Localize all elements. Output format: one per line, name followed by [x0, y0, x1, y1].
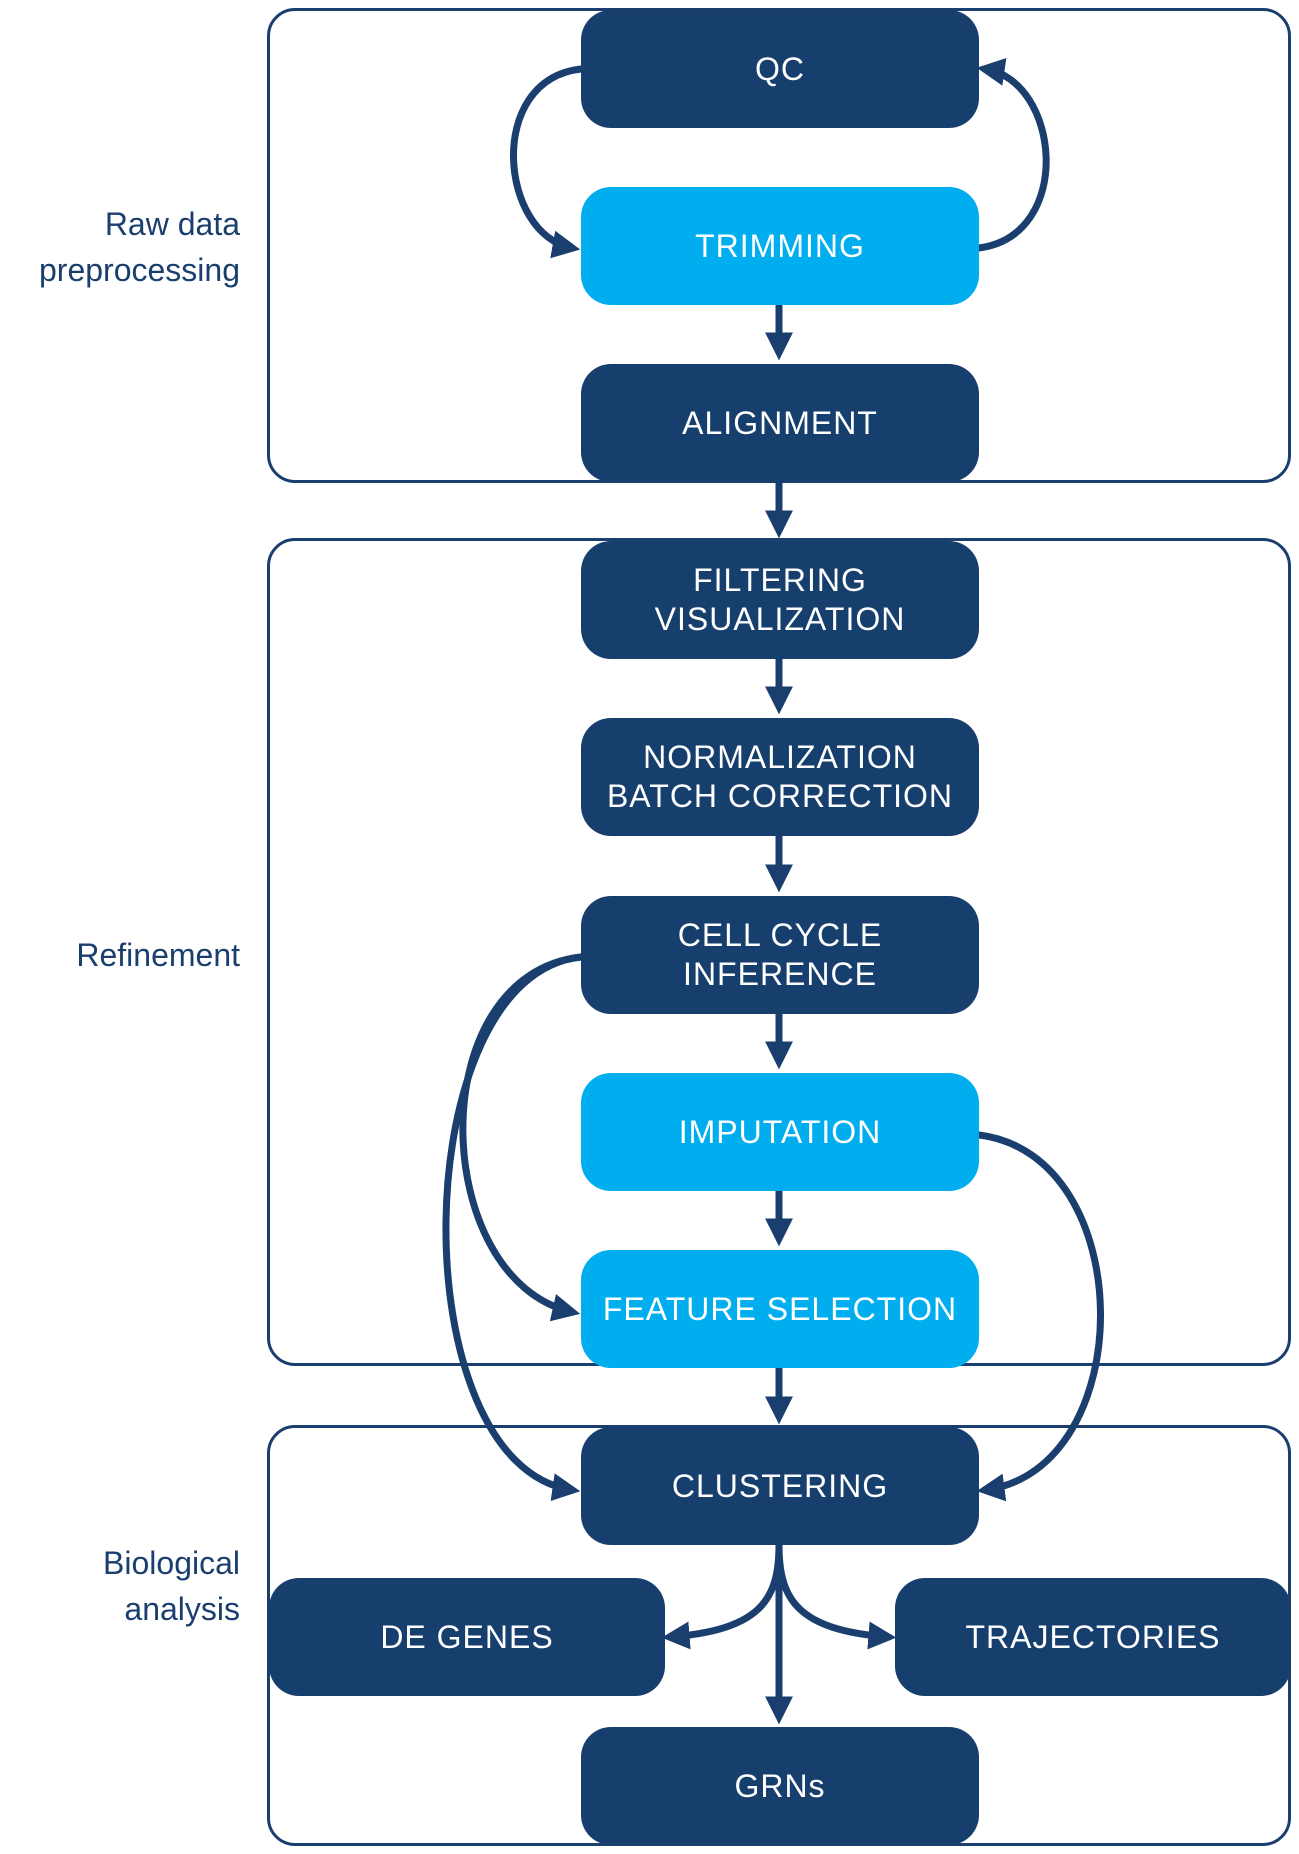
biological-analysis-label: Biological analysis	[103, 1545, 240, 1627]
arrow-clustering-to-trajectories	[775, 1541, 897, 1650]
arrow-clustering-to-de-genes	[661, 1541, 783, 1650]
grns-node: GRNs	[581, 1727, 979, 1845]
alignment-node: ALIGNMENT	[581, 364, 979, 482]
arrow-imputation-to-clustering	[975, 1131, 1104, 1502]
arrow-trimming-to-qc	[975, 58, 1050, 252]
normalization-batch-correction-node: NORMALIZATION BATCH CORRECTION	[581, 718, 979, 836]
cell-cycle-inference-node: CELL CYCLE INFERENCE	[581, 896, 979, 1014]
refinement-label: Refinement	[76, 937, 240, 973]
imputation-node: IMPUTATION	[581, 1073, 979, 1191]
clustering-node: CLUSTERING	[581, 1427, 979, 1545]
arrow-cell-cycle-to-clustering	[442, 953, 585, 1501]
trajectories-node: TRAJECTORIES	[895, 1578, 1291, 1696]
qc-node: QC	[581, 10, 979, 128]
arrow-cell-cycle-to-feature-selection	[459, 953, 585, 1322]
raw-data-preprocessing-label: Raw data preprocessing	[39, 206, 240, 288]
trimming-node: TRIMMING	[581, 187, 979, 305]
feature-selection-node: FEATURE SELECTION	[581, 1250, 979, 1368]
de-genes-node: DE GENES	[269, 1578, 665, 1696]
filtering-visualization-node: FILTERING VISUALIZATION	[581, 541, 979, 659]
arrow-qc-to-trimming	[510, 65, 585, 259]
